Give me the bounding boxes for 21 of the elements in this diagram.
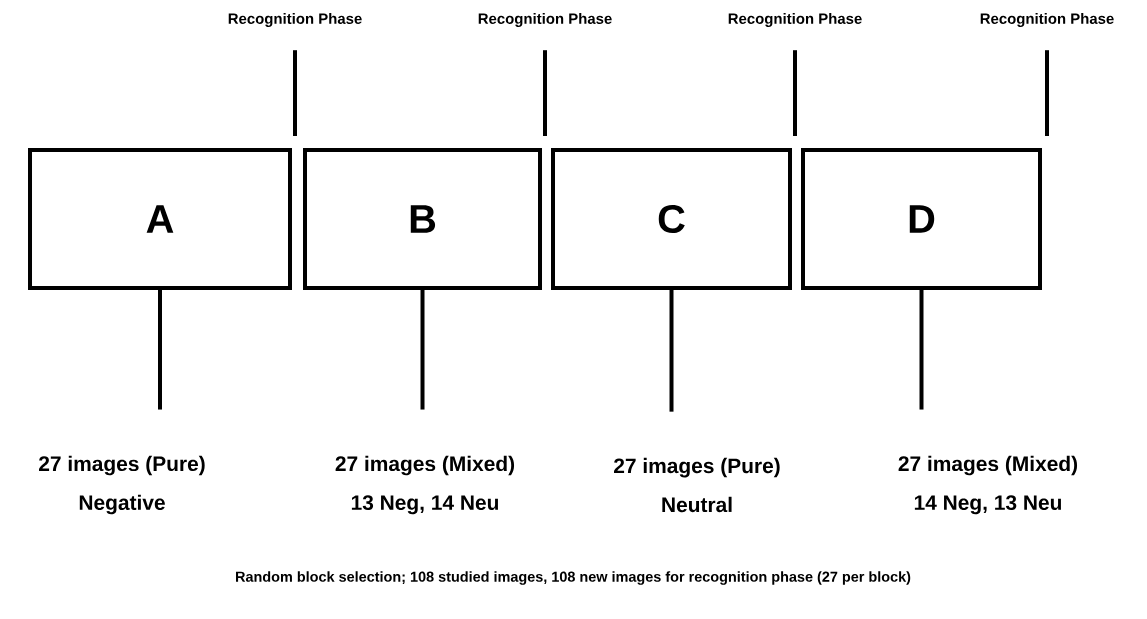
connector-line xyxy=(1045,50,1049,136)
connector-line xyxy=(919,290,924,410)
letter-box: C xyxy=(551,148,792,290)
connector-line xyxy=(158,290,162,410)
block-description: 27 images (Mixed) 13 Neg, 14 Neu xyxy=(335,455,515,515)
connector-line xyxy=(420,290,425,410)
phase-label: Recognition Phase xyxy=(980,13,1114,27)
letter-box: D xyxy=(801,148,1042,290)
phase-label: Recognition Phase xyxy=(728,13,862,27)
letter-box: A xyxy=(28,148,292,290)
letter-box: B xyxy=(303,148,542,290)
phase-label: Recognition Phase xyxy=(478,13,612,27)
connector-line xyxy=(793,50,797,136)
connector-line xyxy=(543,50,547,136)
phase-label: Recognition Phase xyxy=(228,13,362,27)
block-description: 27 images (Pure) Negative xyxy=(39,455,205,515)
caption: Random block selection; 108 studied images, 108 new images for recognition phase (27 per block) xyxy=(236,571,911,585)
block-description: 27 images (Mixed) 14 Neg, 13 Neu xyxy=(898,455,1078,515)
connector-line xyxy=(669,290,674,412)
connector-line xyxy=(293,50,297,136)
block-description: 27 images (Pure) Neutral xyxy=(614,457,780,513)
